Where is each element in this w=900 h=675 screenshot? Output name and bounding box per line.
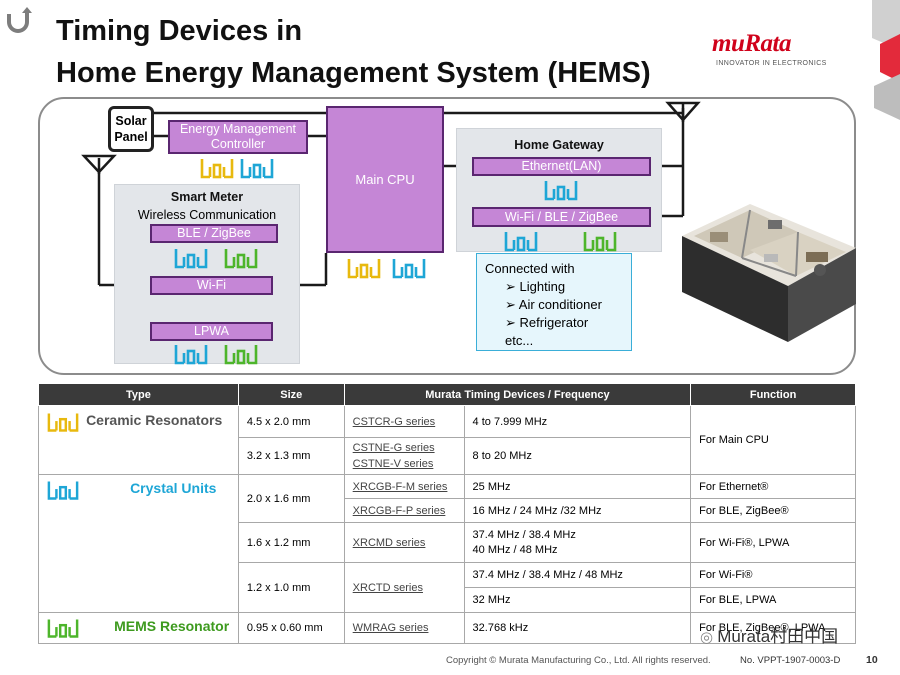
connected-item: ➢ Refrigerator: [505, 315, 589, 330]
corner-decoration: [872, 0, 900, 120]
table-row: MEMS Resonator 0.95 x 0.60 mm WMRAG seri…: [38, 612, 856, 644]
mems-resonator-icon: [224, 247, 258, 269]
table-row: Crystal Units 2.0 x 1.6 mm XRCGB-F-M ser…: [38, 474, 856, 613]
mems-resonator-icon: [224, 343, 258, 365]
size-cell: 2.0 x 1.6 mm: [237, 474, 345, 523]
frequency-cell: 25 MHz: [463, 474, 692, 499]
col-size: Size: [237, 383, 345, 406]
ble-zigbee-block: BLE / ZigBee: [150, 224, 278, 243]
antenna-icon: [81, 154, 117, 174]
smart-meter-title: Smart Meter: [170, 190, 244, 204]
table-header-row: Type Size Murata Timing Devices / Freque…: [38, 383, 856, 406]
crystal-unit-icon: [544, 179, 578, 201]
table-row: 32 MHz For BLE, LPWA: [39, 587, 856, 613]
frequency-cell: 8 to 20 MHz: [463, 437, 692, 475]
type-ceramic-label: Ceramic Resonators: [86, 411, 223, 428]
crystal-unit-icon: [174, 343, 208, 365]
function-cell: For BLE, LPWA: [690, 587, 856, 613]
col-devices-frequency: Murata Timing Devices / Frequency: [343, 383, 692, 406]
series-link[interactable]: XRCGB-F-M series: [352, 480, 448, 493]
mems-resonator-icon: [47, 619, 79, 638]
frequency-cell: 4 to 7.999 MHz: [463, 405, 692, 438]
series-link[interactable]: XRCTD series: [352, 581, 423, 594]
crystal-unit-icon: [392, 257, 426, 279]
wechat-icon: ◎: [700, 629, 718, 646]
function-cell: For Main CPU: [690, 405, 856, 475]
function-cell: For Wi-Fi®, LPWA: [690, 522, 856, 563]
series-link[interactable]: XRCGB-F-P series: [352, 504, 446, 517]
col-function: Function: [690, 383, 856, 406]
series-link[interactable]: XRCMD series: [352, 536, 426, 549]
antenna-icon: [665, 101, 701, 122]
copyright-text: Copyright © Murata Manufacturing Co., Lt…: [446, 655, 711, 666]
type-cell-crystal: Crystal Units: [38, 474, 239, 613]
ceramic-resonator-icon: [347, 257, 381, 279]
connected-item: ➢ Air conditioner: [505, 297, 602, 312]
size-cell: 1.2 x 1.0 mm: [237, 562, 345, 613]
crystal-unit-icon: [504, 230, 538, 252]
connected-devices-box: Connected with ➢ Lighting ➢ Air conditio…: [476, 253, 632, 351]
page-number: 10: [866, 654, 878, 666]
size-cell: 3.2 x 1.3 mm: [237, 437, 345, 475]
size-cell: 0.95 x 0.60 mm: [237, 612, 345, 644]
frequency-cell: 32.768 kHz: [463, 612, 692, 644]
ceramic-resonator-icon: [200, 157, 234, 179]
type-crystal-label: Crystal Units: [130, 479, 217, 496]
frequency-cell: 37.4 MHz / 38.4 MHz / 48 MHz: [463, 562, 692, 588]
size-cell: 4.5 x 2.0 mm: [237, 405, 345, 438]
ceramic-resonator-icon: [47, 413, 79, 432]
page-title: Timing Devices in Home Energy Management…: [56, 10, 651, 94]
brand-tagline: INNOVATOR IN ELECTRONICS: [716, 60, 827, 67]
mems-resonator-icon: [583, 230, 617, 252]
crystal-unit-icon: [174, 247, 208, 269]
home-gateway-title: Home Gateway: [514, 138, 604, 152]
arrow-bullet-icon: ➢: [505, 279, 520, 294]
function-cell: For BLE, ZigBee®: [690, 498, 856, 523]
main-cpu-block: Main CPU: [326, 106, 444, 253]
title-line-2: Home Energy Management System (HEMS): [56, 57, 651, 89]
lpwa-block: LPWA: [150, 322, 273, 341]
crystal-unit-icon: [47, 481, 79, 500]
series-link[interactable]: WMRAG series: [352, 622, 429, 634]
table-row: Ceramic Resonators 4.5 x 2.0 mm CSTCR-G …: [38, 405, 856, 475]
col-type: Type: [38, 383, 239, 406]
type-cell-ceramic: Ceramic Resonators: [38, 405, 239, 475]
frequency-cell: 32 MHz: [463, 587, 692, 613]
size-cell: 1.6 x 1.2 mm: [237, 522, 345, 563]
series-link[interactable]: CSTCR-G series: [352, 415, 436, 428]
arrow-bullet-icon: ➢: [505, 315, 520, 330]
title-line-1: Timing Devices in: [56, 15, 303, 47]
connected-etc: etc...: [505, 333, 534, 348]
function-cell: For Ethernet®: [690, 474, 856, 499]
frequency-cell: 16 MHz / 24 MHz /32 MHz: [463, 498, 692, 523]
table-row: 3.2 x 1.3 mm CSTNE-G series CSTNE-V seri…: [39, 437, 856, 475]
connected-title: Connected with: [485, 261, 575, 276]
ethernet-lan-block: Ethernet(LAN): [472, 157, 651, 176]
smart-meter-subtitle: Wireless Communication: [137, 208, 277, 222]
type-mems-label: MEMS Resonator: [114, 617, 230, 634]
type-cell-mems: MEMS Resonator: [38, 612, 239, 644]
solar-panel-block: Solar Panel: [108, 106, 154, 152]
murata-u-logo: [7, 7, 32, 33]
table-row: 1.6 x 1.2 mm XRCMD series 37.4 MHz / 38.…: [39, 522, 856, 563]
table-row: 1.2 x 1.0 mm XRCTD series 37.4 MHz / 38.…: [39, 562, 856, 613]
function-cell: For Wi-Fi®: [690, 562, 856, 588]
wifi-block: Wi-Fi: [150, 276, 273, 295]
hems-diagram-frame: [38, 97, 856, 375]
crystal-unit-icon: [240, 157, 274, 179]
timing-devices-table: Type Size Murata Timing Devices / Freque…: [38, 383, 856, 644]
document-number: No. VPPT-1907-0003-D: [740, 655, 841, 666]
gateway-wireless-block: Wi-Fi / BLE / ZigBee: [472, 207, 651, 227]
watermark: ◎ Murata村田中国: [700, 627, 839, 646]
murata-logo: muRata: [712, 30, 791, 57]
apartment-illustration-icon: [682, 204, 856, 342]
series-link[interactable]: CSTNE-V series: [352, 458, 434, 470]
connected-item: ➢ Lighting: [505, 279, 566, 294]
arrow-bullet-icon: ➢: [505, 297, 519, 312]
function-cell: For BLE, ZigBee®, LPWA: [690, 612, 856, 644]
energy-management-controller-block: Energy Management Controller: [168, 120, 308, 154]
table-row: XRCGB-F-P series 16 MHz / 24 MHz /32 MHz…: [39, 498, 856, 523]
series-link[interactable]: CSTNE-G series: [352, 442, 435, 454]
